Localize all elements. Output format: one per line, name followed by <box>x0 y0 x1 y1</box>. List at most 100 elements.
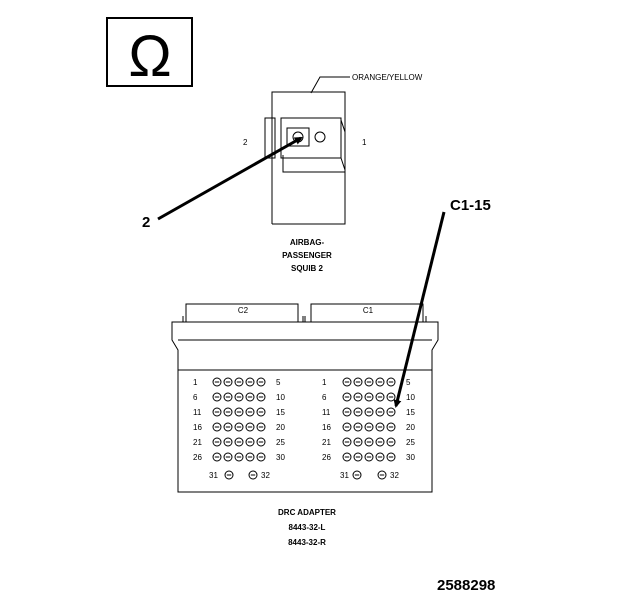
c2-pin-10 <box>256 392 266 402</box>
c2-pin-26 <box>212 452 222 462</box>
c2-pin-31-label: 31 <box>209 471 218 480</box>
squib-connector <box>264 91 346 225</box>
c1-pin-17 <box>353 422 363 432</box>
c2-pin-7 <box>223 392 233 402</box>
c1-row-start-21: 21 <box>322 438 331 447</box>
c2-pin-4 <box>245 377 255 387</box>
c1-pin-12 <box>353 407 363 417</box>
c2-pin-5 <box>256 377 266 387</box>
c1-row-end-10: 10 <box>406 393 415 402</box>
pin-1-label: 1 <box>362 138 367 147</box>
pin-1-socket <box>314 131 326 143</box>
c1-pin-4 <box>375 377 385 387</box>
c2-pin-28 <box>234 452 244 462</box>
c1-pin-6 <box>342 392 352 402</box>
c2-pin-24 <box>245 437 255 447</box>
c1-pin-16 <box>342 422 352 432</box>
squib-caption-line-1: AIRBAG- <box>290 238 325 247</box>
c1-pin-9 <box>375 392 385 402</box>
pin-callout-label: 2 <box>142 214 150 231</box>
c1-pin-7 <box>353 392 363 402</box>
c1-row-start-6: 6 <box>322 393 327 402</box>
ohm-symbol-box: Ω <box>106 17 193 89</box>
c2-pin-29 <box>245 452 255 462</box>
c1-row-end-20: 20 <box>406 423 415 432</box>
c2-row-end-25: 25 <box>276 438 285 447</box>
c1-row-start-16: 16 <box>322 423 331 432</box>
c2-pin-11 <box>212 407 222 417</box>
c1-row-end-25: 25 <box>406 438 415 447</box>
c1-pin-14 <box>375 407 385 417</box>
c2-row-start-16: 16 <box>193 423 202 432</box>
c2-row-end-10: 10 <box>276 393 285 402</box>
c2-pin-3 <box>234 377 244 387</box>
c1-pin-20 <box>386 422 396 432</box>
c1-pin-3 <box>364 377 374 387</box>
pin-grid <box>212 377 396 480</box>
c1-15-callout-arrow <box>393 211 446 408</box>
figure-id: 2588298 <box>437 577 495 594</box>
c1-pin-29 <box>375 452 385 462</box>
c1-pin-25 <box>386 437 396 447</box>
c2-row-start-26: 26 <box>193 453 202 462</box>
squib-caption-line-2: PASSENGER <box>282 251 332 260</box>
c1-pin-31 <box>352 470 362 480</box>
c2-pin-22 <box>223 437 233 447</box>
c2-pin-1 <box>212 377 222 387</box>
c1-pin-32-label: 32 <box>390 471 399 480</box>
c1-tab-label: C1 <box>363 306 374 315</box>
c2-pin-6 <box>212 392 222 402</box>
c1-pin-32 <box>377 470 387 480</box>
c1-pin-27 <box>353 452 363 462</box>
c1-pin-5 <box>386 377 396 387</box>
c1-pin-23 <box>364 437 374 447</box>
c1-pin-11 <box>342 407 352 417</box>
c1-pin-21 <box>342 437 352 447</box>
c2-tab-label: C2 <box>238 306 249 315</box>
c1-row-end-30: 30 <box>406 453 415 462</box>
c2-pin-32 <box>248 470 258 480</box>
c2-pin-20 <box>256 422 266 432</box>
c2-pin-32-label: 32 <box>261 471 270 480</box>
c1-pin-10 <box>386 392 396 402</box>
c2-pin-15 <box>256 407 266 417</box>
c2-row-start-1: 1 <box>193 378 198 387</box>
c1-pin-22 <box>353 437 363 447</box>
c1-pin-26 <box>342 452 352 462</box>
c1-pin-30 <box>386 452 396 462</box>
c2-row-end-15: 15 <box>276 408 285 417</box>
c1-row-end-15: 15 <box>406 408 415 417</box>
c1-pin-19 <box>375 422 385 432</box>
c2-row-end-20: 20 <box>276 423 285 432</box>
c1-row-end-5: 5 <box>406 378 411 387</box>
c2-pin-30 <box>256 452 266 462</box>
c2-pin-19 <box>245 422 255 432</box>
c2-pin-17 <box>223 422 233 432</box>
adapter-caption-line-1: DRC ADAPTER <box>278 508 336 517</box>
c2-pin-2 <box>223 377 233 387</box>
c1-pin-8 <box>364 392 374 402</box>
c1-row-start-1: 1 <box>322 378 327 387</box>
wire-color-label: ORANGE/YELLOW <box>352 73 423 82</box>
c2-pin-16 <box>212 422 222 432</box>
c1-pin-28 <box>364 452 374 462</box>
adapter-caption-line-2: 8443-32-L <box>289 523 326 532</box>
c2-pin-18 <box>234 422 244 432</box>
c1-pin-13 <box>364 407 374 417</box>
c2-pin-25 <box>256 437 266 447</box>
pin-2-label: 2 <box>243 138 248 147</box>
c1-15-callout-label: C1-15 <box>450 197 491 214</box>
c2-pin-21 <box>212 437 222 447</box>
c1-row-start-11: 11 <box>322 408 331 417</box>
c2-pin-8 <box>234 392 244 402</box>
c1-pin-15 <box>386 407 396 417</box>
c2-row-start-11: 11 <box>193 408 202 417</box>
c2-row-end-30: 30 <box>276 453 285 462</box>
c1-pin-18 <box>364 422 374 432</box>
c2-row-start-6: 6 <box>193 393 198 402</box>
adapter-caption-line-3: 8443-32-R <box>288 538 326 547</box>
c2-row-start-21: 21 <box>193 438 202 447</box>
c1-pin-2 <box>353 377 363 387</box>
c2-pin-27 <box>223 452 233 462</box>
